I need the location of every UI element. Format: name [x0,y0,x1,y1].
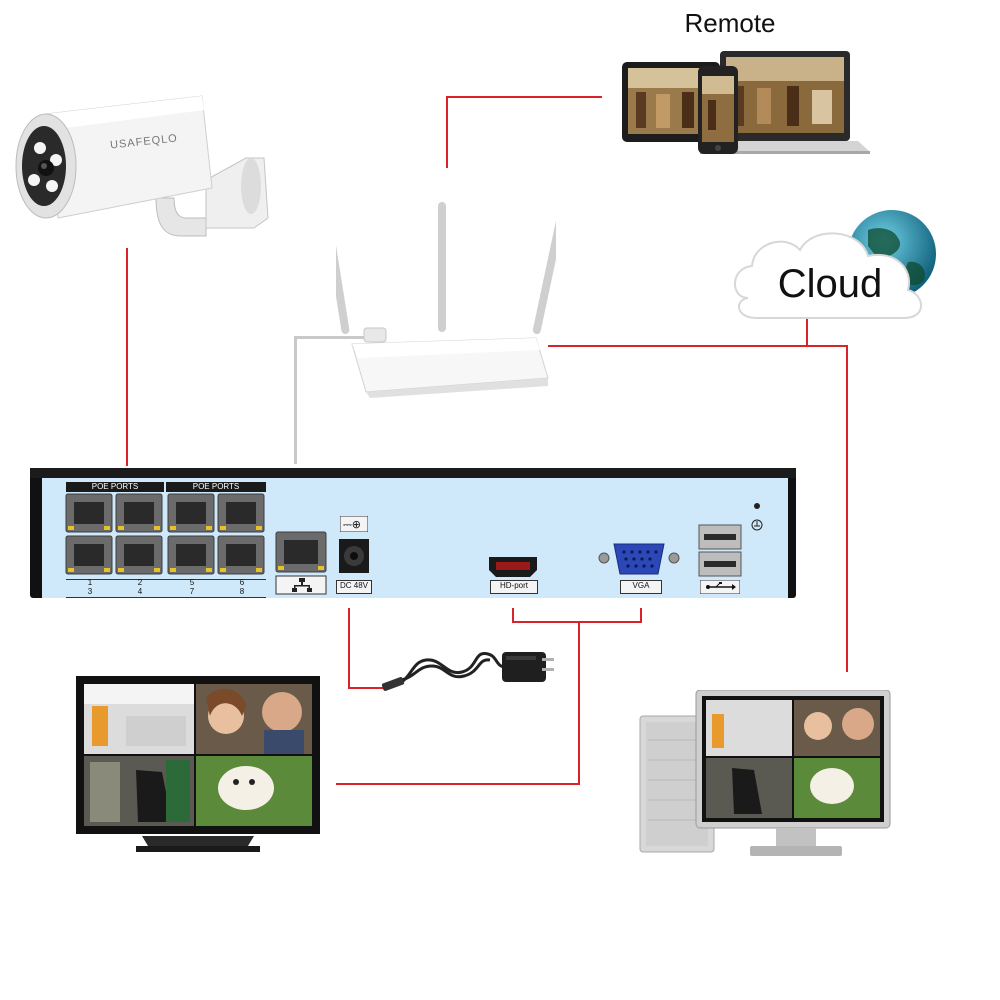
poe-ports-grid [65,493,265,575]
port-number: 6 [239,578,245,587]
port-number-strip-bottom [66,597,266,598]
wire-dc-v [348,608,350,688]
ethernet-cable-v [294,338,297,464]
usb-ports [698,524,742,577]
hdmi-label: HD-port [490,580,538,594]
wifi-router-icon [336,202,556,398]
dc-jack [339,539,369,573]
nvr-back-panel [42,476,788,598]
dc-power-symbol-icon: ⎓⊕ [340,516,368,532]
wire-router-remote-v [446,96,448,168]
nvr-recorder-icon [0,0,1,1]
remote-label: Remote [684,8,776,38]
poe-ports-label-right: POE PORTS [166,482,266,492]
dc-label: DC 48V [336,580,372,594]
wire-dc-h [348,687,388,689]
ground-icon [751,503,763,531]
wire-router-remote-h [446,96,602,98]
port-number: 4 [137,587,143,596]
wire-video-v [578,621,580,785]
wire-camera-nvr [126,248,128,466]
poe-ports-label-left: POE PORTS [66,482,164,492]
port-number: 5 [189,578,195,587]
port-number: 1 [87,578,93,587]
port-number: 8 [239,587,245,596]
power-adapter-icon [382,651,554,691]
port-number-strip [66,579,266,580]
wire-router-cloud-h [548,345,848,347]
cloud-label: Cloud [777,262,883,306]
ethernet-cable-h [294,336,364,339]
vga-label: VGA [620,580,662,594]
vga-port [598,543,680,575]
laptop-phone-icon [622,51,870,154]
wire-hdmi-stub [512,608,514,622]
wire-cloud-drop [806,318,808,346]
svg-text:⎓⊕: ⎓⊕ [343,518,361,531]
port-number: 3 [87,587,93,596]
hdmi-port [489,557,537,577]
bullet-camera-icon [15,95,269,237]
wire-video-h [512,621,642,623]
network-icon [292,578,312,592]
usb-icon [700,580,740,594]
port-number: 2 [137,578,143,587]
wire-to-pc-v [846,345,848,672]
wire-vga-stub [640,608,642,622]
port-number: 7 [189,587,195,596]
nvr-top-edge [30,468,796,478]
cloud-globe-icon [734,210,936,319]
wire-video-tv [336,783,580,785]
tv-monitor-icon [76,676,320,852]
desktop-pc-icon [639,690,891,856]
